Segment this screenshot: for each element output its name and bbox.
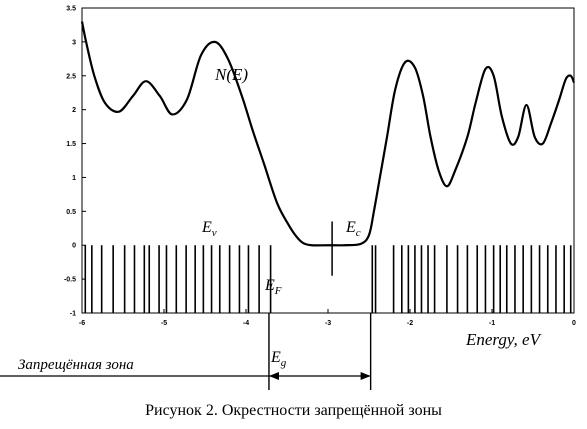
y-tick-label: 2.5 [66,73,76,80]
figure-caption: Рисунок 2. Окрестности запрещённой зоны [145,402,442,419]
y-tick-label: 0.5 [66,209,76,216]
x-axis-label: Energy, eV [465,330,543,349]
y-tick-label: 1 [72,175,76,182]
y-tick-label: -1 [70,311,76,318]
x-tick-label: -2 [407,320,413,327]
series-line-dos [80,21,576,247]
x-tick-label: 0 [572,320,576,327]
y-tick-label: 2 [72,107,76,114]
y-tick-label: 0 [72,243,76,250]
gap-label: Eg [270,349,287,369]
x-tick-label: -5 [161,320,167,327]
conduction-edge-label: Ec [345,219,361,239]
x-tick-label: -1 [489,320,495,327]
gap-arrow [268,313,372,390]
valence-edge-label: Ev [201,219,217,239]
x-tick-label: -3 [325,320,331,327]
gap-arrowhead-right [360,372,371,380]
y-tick-label: -0.5 [64,277,76,284]
x-tick-label: -4 [243,320,249,327]
y-tick-label: 1.5 [66,141,76,148]
y-tick-label: 3.5 [66,6,76,13]
x-axis-ticks: -6 -5 -4 -3 -2 -1 0 [79,309,576,327]
forbidden-zone-label: Запрещённая зона [18,357,134,373]
gap-arrowhead-left [268,372,279,380]
energy-level-lines [84,245,572,313]
y-tick-label: 3 [72,39,76,46]
curve-label: N(E) [214,65,248,84]
y-axis-ticks: -1 -0.5 0 0.5 1 1.5 2 2.5 3 3.5 [64,6,86,318]
fermi-label: EF [264,277,282,297]
x-tick-label: -6 [79,320,85,327]
